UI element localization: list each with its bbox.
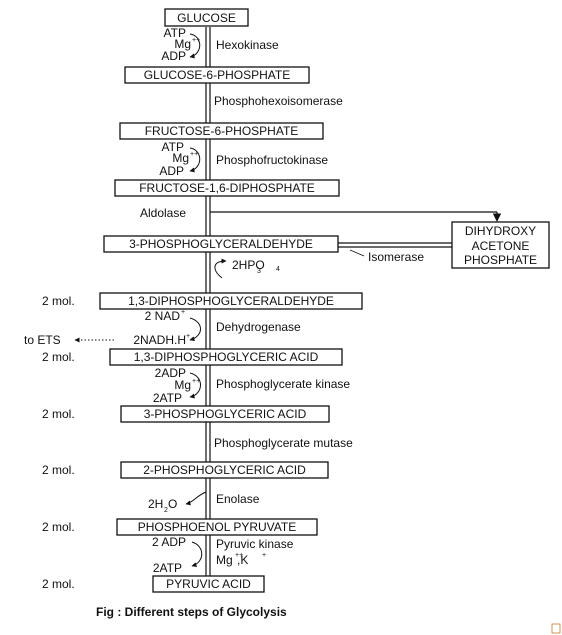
compound-3-phosphoglyceric-acid: 3-PHOSPHOGLYCERIC ACID <box>120 405 330 423</box>
figure-caption: Fig : Different steps of Glycolysis <box>96 605 287 619</box>
compound-label: 2-PHOSPHOGLYCERIC ACID <box>143 463 306 477</box>
water-release: 2H 2 O Enolase <box>148 491 260 514</box>
cofactor-atp: 2ATP <box>153 391 182 405</box>
mol-label: 2 mol. <box>42 520 75 534</box>
cofactor-mg: Mg <box>172 151 189 165</box>
cofactor-mg-superscript: ++ <box>235 552 243 559</box>
compound-1-3-diphosphoglyceric-acid: 1,3-DIPHOSPHOGLYCERIC ACID <box>109 348 343 366</box>
compound-pyruvic-acid: PYRUVIC ACID <box>152 575 265 593</box>
cofactor-adp: 2 ADP <box>152 535 186 549</box>
cofactor-loop-1: ATP Mg ++ ADP Hexokinase <box>161 26 279 63</box>
compound-glucose: GLUCOSE <box>164 8 249 27</box>
cofactor-loop-2: ATP Mg ++ ADP Phosphofructokinase <box>159 140 328 178</box>
cofactor-nad-superscript: + <box>181 309 185 316</box>
cofactor-mg: Mg <box>174 37 191 51</box>
enzyme-dehydrogenase: Dehydrogenase <box>216 320 301 334</box>
enzyme-pyruvic-kinase: Pyruvic kinase <box>216 537 294 551</box>
phosphate-uptake: 2HPO 3 4 <box>214 258 280 279</box>
compound-label: GLUCOSE <box>177 11 236 25</box>
compound-label-line2: ACETONE <box>472 239 530 253</box>
compound-label: 3-PHOSPHOGLYCERALDEHYDE <box>129 237 313 251</box>
enzyme-aldolase: Aldolase <box>140 206 186 220</box>
ets-arrow: to ETS <box>24 333 114 347</box>
compound-fructose-6-phosphate: FRUCTOSE-6-PHOSPHATE <box>119 122 324 140</box>
enzyme-phosphohexoisomerase: Phosphohexoisomerase <box>214 94 343 108</box>
mol-label: 2 mol. <box>42 463 75 477</box>
mol-label: 2 mol. <box>42 577 75 591</box>
compound-label: PYRUVIC ACID <box>166 577 251 591</box>
ets-label: to ETS <box>24 333 61 347</box>
compound-label-line1: DIHYDROXY <box>465 224 536 238</box>
enzyme-phosphoglycerate-kinase: Phosphoglycerate kinase <box>216 377 350 391</box>
mol-label: 2 mol. <box>42 350 75 364</box>
mole-labels: 2 mol. 2 mol. 2 mol. 2 mol. 2 mol. 2 mol… <box>42 294 75 591</box>
compound-label: 1,3-DIPHOSPHOGLYCERIC ACID <box>134 350 319 364</box>
compound-label: 3-PHOSPHOGLYCERIC ACID <box>144 407 307 421</box>
compound-glucose-6-phosphate: GLUCOSE-6-PHOSPHATE <box>124 66 310 84</box>
cofactor-hpo4-subscript: 4 <box>276 266 280 273</box>
cofactor-k-superscript: + <box>262 552 266 559</box>
mol-label: 2 mol. <box>42 407 75 421</box>
cofactor-water-o: O <box>168 497 177 511</box>
compound-label-line3: PHOSPHATE <box>464 253 537 267</box>
mol-label: 2 mol. <box>42 294 75 308</box>
enzyme-phosphofructokinase: Phosphofructokinase <box>216 153 328 167</box>
cofactor-mg: Mg <box>174 378 191 392</box>
compound-phosphoenol-pyruvate: PHOSPHOENOL PYRUVATE <box>116 518 318 536</box>
compound-1-3-diphosphoglyceraldehyde: 1,3-DIPHOSPHOGLYCERALDEHYDE <box>99 292 363 310</box>
compound-label: FRUCTOSE-1,6-DIPHOSPHATE <box>139 181 315 195</box>
cofactor-nadh: 2NADH.H <box>133 333 186 347</box>
enzyme-isomerase: Isomerase <box>368 250 424 264</box>
cofactor-atp: 2ATP <box>153 561 182 575</box>
enzyme-hexokinase: Hexokinase <box>216 38 279 52</box>
compound-2-phosphoglyceric-acid: 2-PHOSPHOGLYCERIC ACID <box>120 461 329 479</box>
corner-mark <box>551 623 561 634</box>
compound-label: 1,3-DIPHOSPHOGLYCERALDEHYDE <box>128 294 334 308</box>
cofactor-hpo4: 2HPO <box>232 258 265 272</box>
cofactor-loop-4: 2 ADP 2ATP Pyruvic kinase Mg ++ ,K + <box>152 535 294 575</box>
compound-fructose-1-6-diphosphate: FRUCTOSE-1,6-DIPHOSPHATE <box>114 179 340 197</box>
cofactor-mg-superscript: ++ <box>190 151 198 158</box>
cofactor-mg-superscript: ++ <box>192 378 200 385</box>
cofactor-atp: ATP <box>164 26 186 40</box>
compound-label: FRUCTOSE-6-PHOSPHATE <box>145 124 299 138</box>
cofactor-adp: 2ADP <box>155 366 186 380</box>
cofactor-adp: ADP <box>159 164 184 178</box>
enzyme-phosphoglycerate-mutase: Phosphoglycerate mutase <box>214 436 353 450</box>
cofactor-mg-superscript: ++ <box>192 37 200 44</box>
cofactor-atp: ATP <box>162 140 184 154</box>
cofactor-water-subscript: 2 <box>164 507 168 514</box>
compound-3-phosphoglyceraldehyde: 3-PHOSPHOGLYCERALDEHYDE <box>103 235 339 253</box>
compound-label: GLUCOSE-6-PHOSPHATE <box>144 68 290 82</box>
cofactor-hpo4-subscript: 3 <box>257 268 261 275</box>
compound-label: PHOSPHOENOL PYRUVATE <box>138 520 296 534</box>
compound-dihydroxyacetone-phosphate: DIHYDROXY ACETONE PHOSPHATE <box>451 221 550 269</box>
cofactor-adp: ADP <box>161 49 186 63</box>
cofactor-k: ,K <box>237 553 248 567</box>
cofactor-nadh-superscript: + <box>186 333 190 340</box>
aldolase-branch-arrow <box>210 211 502 222</box>
cofactor-mg: Mg <box>216 553 233 567</box>
enzyme-enolase: Enolase <box>216 492 260 506</box>
isomerase-link <box>338 242 452 257</box>
cofactor-nad: 2 NAD <box>145 309 181 323</box>
cofactor-loop-3: 2ADP Mg ++ 2ATP Phosphoglycerate kinase <box>153 366 351 405</box>
cofactor-loop-nad: 2 NAD + 2NADH.H + Dehydrogenase <box>133 309 301 347</box>
cofactor-water: 2H <box>148 497 163 511</box>
